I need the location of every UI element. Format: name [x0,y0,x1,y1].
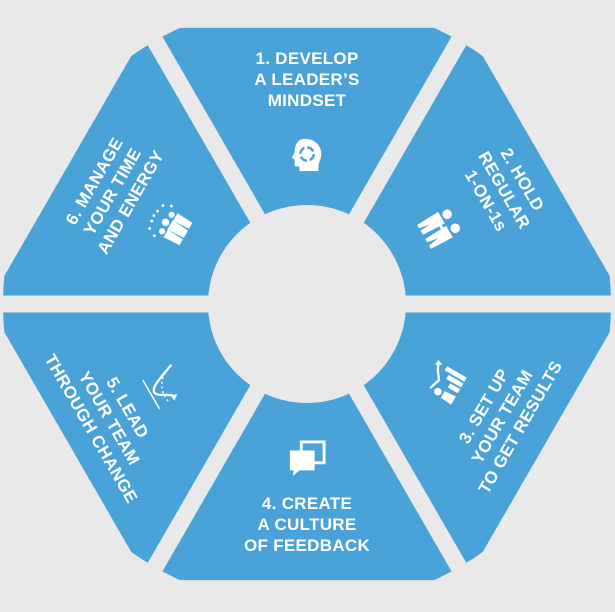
segment-regular-one-on-ones [307,36,611,309]
energy-people-icon [148,204,193,246]
segment-4-line-2: A CULTURE [257,515,356,534]
segment-label-feedback-culture: 4. CREATE A CULTURE OF FEEDBACK [244,440,370,555]
segment-1-line-2: A LEADER’S [254,70,359,89]
change-curve-icon [142,364,178,410]
head-cycle-icon [291,138,322,172]
segment-team-results [307,299,611,572]
segment-4-line-1: 4. CREATE [262,494,352,513]
growth-chart-icon [429,360,467,405]
chat-bubbles-icon [289,440,326,477]
segment-label-develop-mindset: 1. DEVELOP A LEADER’S MINDSET [254,49,359,172]
segment-1-line-1: 1. DEVELOP [255,49,358,68]
segment-1-line-3: MINDSET [268,91,347,110]
segment-feedback-culture [157,308,457,581]
two-people-icon [417,209,461,249]
segment-lead-through-change [3,299,307,572]
center-hub [208,205,406,403]
segment-time-and-energy [3,36,307,309]
segment-4-line-3: OF FEEDBACK [244,536,370,555]
